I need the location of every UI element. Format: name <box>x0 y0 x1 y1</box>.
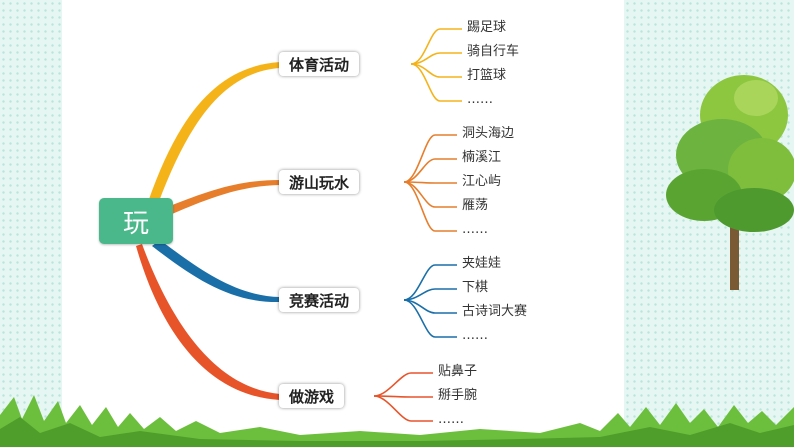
branch-competitions: 竞赛活动 <box>279 288 360 312</box>
leaf-competitions-3: 古诗词大赛 <box>462 304 528 319</box>
leaf-sightseeing-3: 江心屿 <box>462 174 502 189</box>
leaf-connector-3-4 <box>403 299 457 338</box>
root-connector-2 <box>170 180 280 214</box>
branch-sightseeing: 游山玩水 <box>279 170 360 194</box>
leaf-competitions-1: 夹娃娃 <box>462 256 502 271</box>
root-connector-1 <box>148 62 280 204</box>
dotted-background-left <box>0 0 62 447</box>
leaf-connector-1-4 <box>410 63 462 102</box>
leaf-connector-1-3 <box>410 63 462 78</box>
leaf-connector-1-2 <box>410 52 462 65</box>
leaf-connector-2-4 <box>403 181 457 208</box>
leaf-sightseeing-4: 雁荡 <box>462 198 489 213</box>
leaf-competitions-2: 下棋 <box>462 280 489 295</box>
leaf-games-3: …… <box>438 412 464 427</box>
leaf-connector-4-3 <box>373 395 433 422</box>
branch-games: 做游戏 <box>279 384 345 408</box>
leaf-connector-4-1 <box>373 372 433 397</box>
leaf-connector-3-3 <box>403 299 457 314</box>
root-connector-3 <box>152 240 280 303</box>
leaf-sports-3: 打篮球 <box>467 68 507 83</box>
leaf-sightseeing-5: …… <box>462 222 488 237</box>
leaf-connector-2-2 <box>403 158 457 183</box>
leaf-sports-4: …… <box>467 92 493 107</box>
tree-illustration <box>666 75 794 290</box>
leaf-connector-2-3 <box>403 181 457 184</box>
leaf-connector-3-1 <box>403 264 457 301</box>
leaf-connector-1-1 <box>410 28 462 65</box>
leaf-sports-2: 骑自行车 <box>467 44 520 59</box>
grass-illustration <box>0 395 794 447</box>
root-node: 玩 <box>99 198 173 244</box>
leaf-connector-2-5 <box>403 181 457 232</box>
leaf-sports-1: 踢足球 <box>467 20 507 35</box>
root-connector-4 <box>136 244 280 400</box>
leaf-games-1: 贴鼻子 <box>438 364 478 379</box>
branch-sports: 体育活动 <box>279 52 360 76</box>
leaf-games-2: 掰手腕 <box>438 388 478 403</box>
leaf-sightseeing-2: 楠溪江 <box>462 150 502 165</box>
leaf-connector-3-2 <box>403 288 457 301</box>
leaf-sightseeing-1: 洞头海边 <box>462 126 515 141</box>
leaf-competitions-4: …… <box>462 328 488 343</box>
